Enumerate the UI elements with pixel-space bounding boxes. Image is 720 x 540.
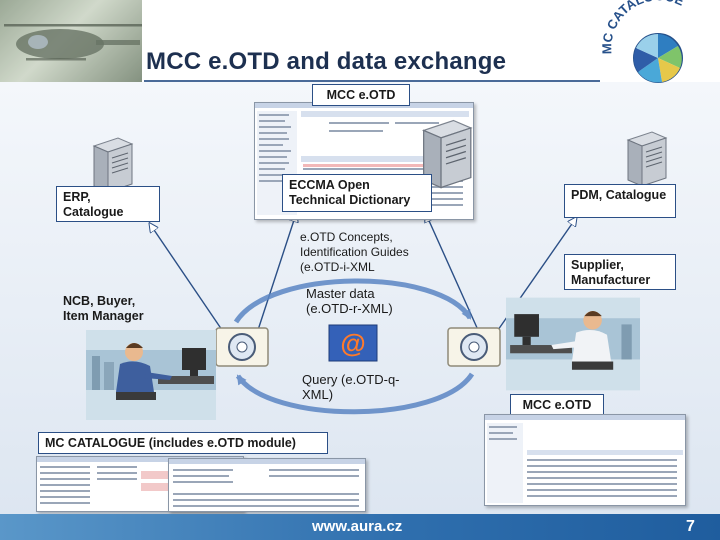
server-icon [421,119,473,189]
eotd-screenshot-right [484,414,686,506]
master-data-flow-label: Master data (e.OTD-r-XML) [306,286,393,316]
erp-catalogue-box: ERP, Catalogue [56,186,160,222]
email-at-icon: @ [328,324,378,362]
ncb-buyer-label: NCB, Buyer, Item Manager [63,294,144,323]
top-eotd-label: MCC e.OTD [312,84,410,106]
eccma-dictionary-box: ECCMA Open Technical Dictionary [282,174,432,212]
cycle-arrow-bottom [235,372,475,415]
concepts-flow-label: e.OTD Concepts, Identification Guides (e… [300,230,409,274]
svg-text:@: @ [340,328,365,358]
arrow-to-erp [150,224,223,331]
page-title: MCC e.OTD and data exchange [146,48,507,75]
server-icon [92,137,134,193]
person-at-computer-icon [506,297,640,391]
query-flow-label: Query (e.OTD-q-XML) [302,372,400,402]
server-icon [626,131,668,187]
disc-drive-icon [447,327,501,367]
mc-catalogue-screenshot-right [168,458,366,512]
right-eotd-label: MCC e.OTD [510,394,604,416]
supplier-manufacturer-box: Supplier, Manufacturer [564,254,676,290]
footer-url: www.aura.cz [312,518,403,535]
title-divider [144,80,600,82]
mc-catalogue-logo: MC CATALOGUE [594,0,720,92]
disc-drive-icon [215,327,269,367]
page-number: 7 [686,518,695,535]
person-at-computer-icon [86,330,216,420]
mc-catalogue-box: MC CATALOGUE (includes e.OTD module) [38,432,328,454]
helicopter-photo [0,0,142,82]
pdm-catalogue-box: PDM, Catalogue [564,184,676,218]
cycle-arrow-top [233,278,473,324]
arrow-to-eotd-right [426,214,479,331]
arrow-to-eotd-left [257,214,296,331]
footer-bar [0,514,720,540]
